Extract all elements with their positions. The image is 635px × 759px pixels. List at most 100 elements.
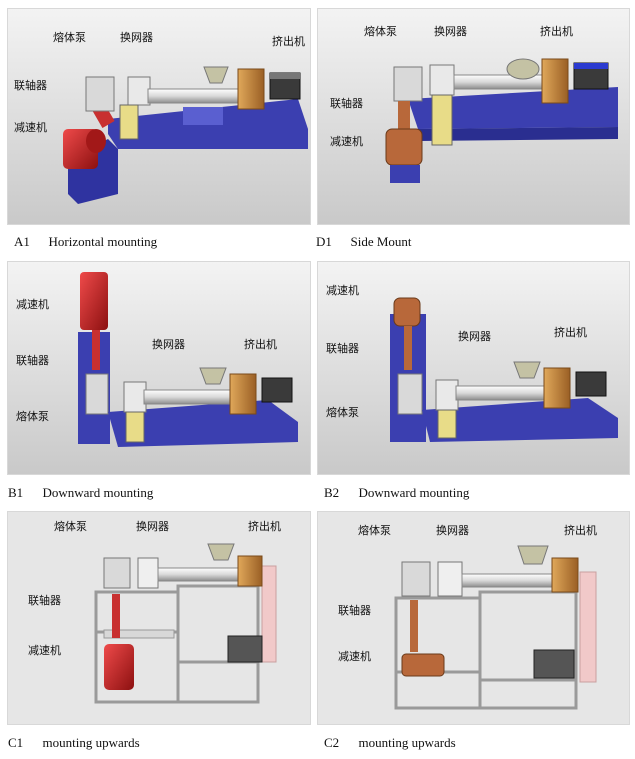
d1-illustration (318, 9, 629, 224)
b1-hopper (199, 367, 227, 385)
d1-reducer (385, 128, 423, 166)
a1-screen-changer (127, 76, 151, 106)
caption-b1: B1 Downward mounting (8, 485, 153, 501)
panel-c2: 熔体泵 换网器 挤出机 联轴器 减速机 (317, 511, 630, 725)
c2-screen-changer (437, 561, 463, 597)
b1-screen-changer (123, 381, 147, 413)
caption-b1-text: Downward mounting (42, 485, 154, 500)
b1-coupling (92, 330, 100, 370)
a1-hopper (203, 66, 229, 84)
caption-b2-text: Downward mounting (358, 485, 470, 500)
c2-coupling (410, 600, 418, 652)
d1-coupling (398, 101, 410, 131)
b2-label-extruder: 挤出机 (554, 326, 587, 339)
c1-motor (227, 635, 263, 663)
c2-label-coupling: 联轴器 (338, 604, 371, 617)
c2-reducer (401, 653, 445, 677)
b2-heater (543, 367, 571, 409)
caption-a1: A1 Horizontal mounting (14, 234, 157, 250)
b2-label-coupling: 联轴器 (326, 342, 359, 355)
b1-label-extruder: 挤出机 (244, 338, 277, 351)
c2-label-melt-pump: 熔体泵 (358, 524, 391, 537)
a1-illustration (8, 9, 310, 224)
caption-d1: D1 Side Mount (316, 234, 412, 250)
d1-melt-pump (393, 66, 423, 102)
c1-reducer (104, 644, 134, 690)
c2-heater (551, 557, 579, 593)
a1-label-extruder: 挤出机 (272, 35, 305, 48)
b2-melt-pump (397, 373, 423, 415)
caption-c1-code: C1 (8, 735, 24, 750)
b1-motor (261, 377, 293, 403)
caption-b1-code: B1 (8, 485, 24, 500)
d1-label-melt-pump: 熔体泵 (364, 25, 397, 38)
c1-coupling (112, 594, 120, 638)
c2-label-screen-changer: 换网器 (436, 524, 469, 537)
a1-barrel (147, 88, 244, 104)
c1-label-reducer: 减速机 (28, 644, 61, 657)
d1-label-screen-changer: 换网器 (434, 25, 467, 38)
caption-d1-text: Side Mount (350, 234, 412, 249)
b1-illustration (8, 262, 310, 474)
b2-reducer (393, 297, 421, 327)
b2-hopper (513, 361, 541, 379)
caption-c2-code: C2 (324, 735, 340, 750)
a1-heater (237, 68, 265, 110)
d1-label-coupling: 联轴器 (330, 97, 363, 110)
c1-melt-pump (103, 557, 131, 589)
caption-c2-text: mounting upwards (358, 735, 456, 750)
c2-label-reducer: 减速机 (338, 650, 371, 663)
b1-label-screen-changer: 换网器 (152, 338, 185, 351)
c1-hopper (207, 543, 235, 561)
b2-base (422, 398, 618, 442)
caption-c1-text: mounting upwards (42, 735, 140, 750)
a1-label-melt-pump: 熔体泵 (53, 31, 86, 44)
caption-c1: C1 mounting upwards (8, 735, 140, 751)
a1-label-screen-changer: 换网器 (120, 31, 153, 44)
caption-b2-code: B2 (324, 485, 340, 500)
b1-reducer (80, 272, 108, 330)
d1-heater (541, 58, 569, 104)
b2-label-screen-changer: 换网器 (458, 330, 491, 343)
caption-d1-code: D1 (316, 234, 332, 249)
b1-label-melt-pump: 熔体泵 (16, 410, 49, 423)
c2-melt-pump (401, 561, 431, 597)
c1-label-extruder: 挤出机 (248, 520, 281, 533)
caption-a1-text: Horizontal mounting (48, 234, 158, 249)
c1-illustration (8, 512, 310, 724)
c2-label-extruder: 挤出机 (564, 524, 597, 537)
d1-label-reducer: 减速机 (330, 135, 363, 148)
c1-label-screen-changer: 换网器 (136, 520, 169, 533)
b1-melt-pump (85, 373, 109, 415)
c2-barrel (461, 573, 559, 588)
b1-label-reducer: 减速机 (16, 298, 49, 311)
b1-label-coupling: 联轴器 (16, 354, 49, 367)
c2-motor (533, 649, 575, 679)
c1-label-coupling: 联轴器 (28, 594, 61, 607)
b1-heater (229, 373, 257, 415)
a1-melt-pump (85, 76, 115, 112)
c1-heater (237, 555, 263, 587)
panel-a1: 熔体泵 换网器 挤出机 联轴器 减速机 (7, 8, 311, 225)
a1-label-reducer: 减速机 (14, 121, 47, 134)
d1-screen-changer (429, 64, 455, 96)
c1-label-melt-pump: 熔体泵 (54, 520, 87, 533)
b2-label-melt-pump: 熔体泵 (326, 406, 359, 419)
c2-hopper (517, 545, 549, 565)
c2-cover (579, 571, 597, 683)
c1-screen-changer (137, 557, 159, 589)
panel-d1: 熔体泵 换网器 挤出机 联轴器 减速机 (317, 8, 630, 225)
b2-screen-changer (435, 379, 459, 411)
panel-b1: 减速机 联轴器 熔体泵 换网器 挤出机 (7, 261, 311, 475)
c1-cover (261, 565, 277, 663)
d1-hopper (506, 58, 540, 80)
b2-illustration (318, 262, 629, 474)
c2-illustration (318, 512, 629, 724)
a1-label-coupling: 联轴器 (14, 79, 47, 92)
caption-b2: B2 Downward mounting (324, 485, 469, 501)
panel-c1: 熔体泵 换网器 挤出机 联轴器 减速机 (7, 511, 311, 725)
b2-label-reducer: 减速机 (326, 284, 359, 297)
c1-barrel (157, 567, 249, 582)
b2-coupling (404, 326, 412, 370)
panel-b2: 减速机 联轴器 熔体泵 换网器 挤出机 (317, 261, 630, 475)
